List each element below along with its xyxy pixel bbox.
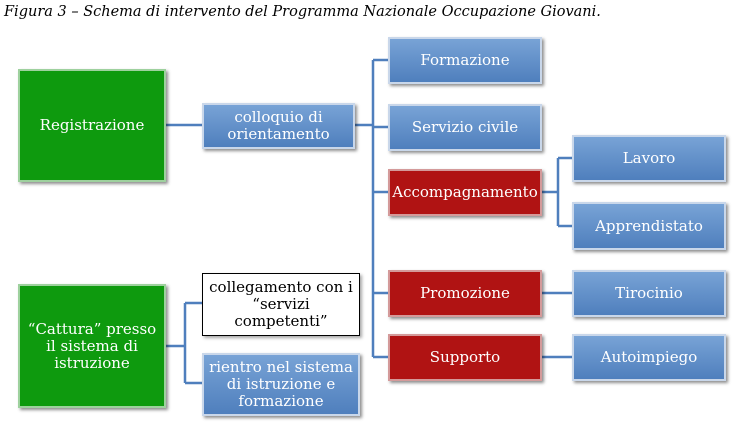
node-cattura: “Cattura” presso il sistema di istruzion… — [18, 284, 166, 408]
node-supporto-label: Supporto — [429, 348, 501, 366]
node-formazione-label: Formazione — [420, 51, 510, 69]
node-tirocinio: Tirocinio — [572, 270, 726, 317]
node-autoimpiego: Autoimpiego — [572, 334, 726, 381]
node-lavoro: Lavoro — [572, 135, 726, 182]
node-apprendistato: Apprendistato — [572, 202, 726, 250]
node-supporto: Supporto — [388, 334, 542, 381]
node-autoimpiego-label: Autoimpiego — [600, 348, 698, 366]
node-collegamento-label: collegamento con i “servizi competenti” — [209, 278, 353, 330]
node-formazione: Formazione — [388, 37, 542, 84]
node-colloquio: colloquio di orientamento — [202, 103, 355, 149]
node-promozione-label: Promozione — [420, 284, 510, 302]
node-cattura-label: “Cattura” presso il sistema di istruzion… — [27, 319, 157, 372]
node-rientro-label: rientro nel sistema di istruzione e form… — [209, 358, 353, 410]
node-collegamento: collegamento con i “servizi competenti” — [202, 273, 360, 336]
node-colloquio-label: colloquio di orientamento — [227, 108, 330, 143]
node-accompagnamento-label: Accompagnamento — [392, 183, 538, 201]
node-rientro: rientro nel sistema di istruzione e form… — [202, 353, 360, 416]
node-apprendistato-label: Apprendistato — [595, 216, 703, 235]
node-promozione: Promozione — [388, 270, 542, 317]
node-tirocinio-label: Tirocinio — [615, 284, 683, 302]
node-servizio-civile-label: Servizio civile — [411, 118, 519, 136]
node-registrazione: Registrazione — [18, 69, 166, 182]
node-accompagnamento: Accompagnamento — [388, 169, 542, 216]
node-servizio-civile: Servizio civile — [388, 104, 542, 151]
figure-caption: Figura 3 – Schema di intervento del Prog… — [4, 4, 601, 20]
node-lavoro-label: Lavoro — [622, 149, 676, 167]
node-registrazione-label: Registrazione — [39, 116, 145, 134]
